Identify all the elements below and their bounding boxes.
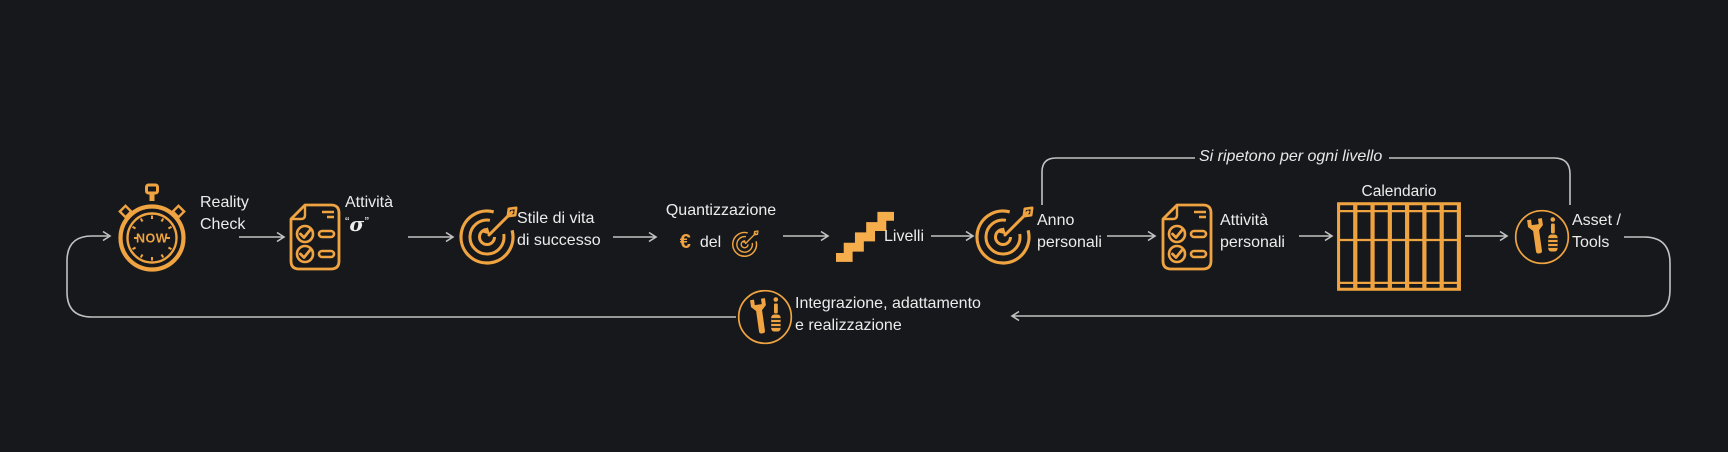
arrow-stile-to-quantizzazione: [613, 231, 658, 243]
stile-di-vita-label: Stile di vita di successo: [517, 210, 601, 249]
anno-personali-label: Anno personali: [1037, 212, 1102, 251]
integrazione-label: Integrazione, adattamento e realizzazion…: [795, 295, 981, 334]
calendario-label: Calendario: [1361, 183, 1437, 200]
reality-check-label: Reality Check: [200, 194, 249, 233]
asset-tools-label: Asset / Tools: [1572, 212, 1621, 251]
calendar-grid-icon: [1337, 202, 1461, 291]
now-label: NOW: [136, 232, 168, 246]
arrow-calendario-to-asset: [1465, 230, 1509, 242]
checklist-document-icon-2: [1160, 202, 1214, 272]
stairs-icon: [836, 211, 894, 262]
repeat-annotation: Si ripetono per ogni livello: [1199, 148, 1383, 165]
attivita-sigma-label: Attività “σ”: [345, 194, 394, 236]
target-dart-icon: [455, 199, 525, 269]
repeat-loop-line-left: [1041, 157, 1195, 205]
target-dart-icon-2: [971, 199, 1041, 269]
arrow-attivita-to-stile: [408, 231, 455, 243]
arrow-anno-to-attivita-personali: [1107, 230, 1157, 242]
tools-circle-icon-2: [737, 289, 793, 345]
arrow-livelli-to-anno: [931, 230, 975, 242]
arrow-attivita-personali-to-calendario: [1299, 230, 1334, 242]
tools-circle-icon: [1514, 209, 1570, 265]
arrow-quantizzazione-to-livelli: [783, 230, 830, 242]
quantizzazione-node: Quantizzazione € del: [656, 200, 786, 259]
mini-target-icon: [730, 227, 762, 259]
livelli-label: Livelli: [884, 228, 925, 245]
sigma-symbol: σ: [349, 211, 365, 236]
checklist-document-icon: [288, 202, 342, 272]
attivita-personali-label: Attività personali: [1220, 212, 1285, 251]
euro-symbol: €: [679, 231, 691, 253]
stopwatch-icon: NOW: [118, 183, 186, 272]
quantizzazione-title: Quantizzazione: [665, 202, 777, 219]
